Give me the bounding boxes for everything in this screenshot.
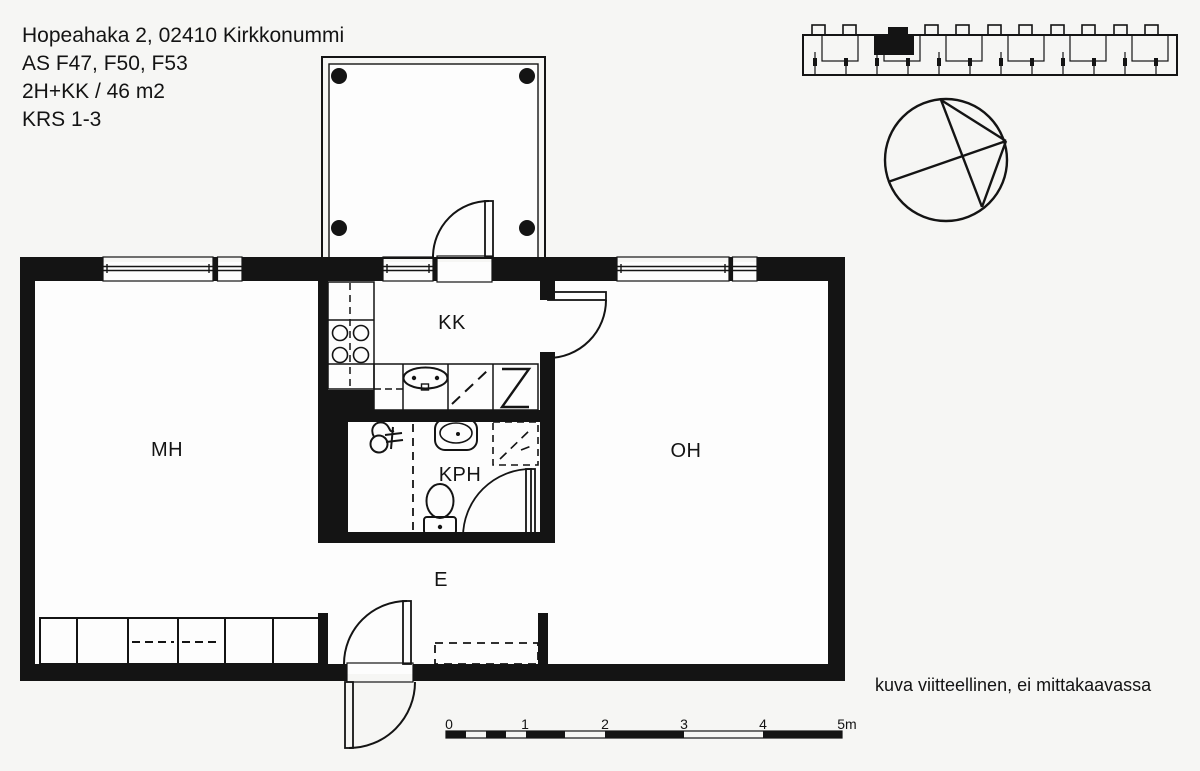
kitchen-fixtures [327, 281, 539, 411]
entrance-door [343, 600, 416, 749]
wardrobes [39, 617, 321, 665]
kitchen-counter [327, 281, 375, 390]
window [102, 256, 214, 282]
windows [102, 256, 758, 282]
window [731, 256, 758, 282]
scale-tick-4: 4 [759, 716, 767, 732]
scale-bar: 0 1 2 3 4 5m [445, 716, 857, 739]
disclaimer-text: kuva viitteellinen, ei mittakaavassa [875, 675, 1152, 695]
site-plan [802, 24, 1178, 76]
bathroom-door [462, 468, 536, 538]
address-line: Hopeahaka 2, 02410 Kirkkonummi [22, 24, 344, 47]
scale-tick-3: 3 [680, 716, 688, 732]
window [216, 256, 243, 282]
walls [20, 257, 845, 681]
room-label-kph: KPH [439, 464, 482, 486]
scale-tick-2: 2 [601, 716, 609, 732]
stove [331, 324, 370, 364]
window [616, 256, 730, 282]
shower-icon [369, 421, 404, 454]
window [382, 256, 434, 282]
apartment-location-marker [874, 27, 914, 55]
kitchen-living-door [547, 291, 607, 359]
room-label-e: E [434, 569, 448, 591]
sink [402, 366, 449, 391]
scale-tick-1: 1 [521, 716, 529, 732]
apartment-floor [28, 262, 838, 674]
floors-line: KRS 1-3 [22, 108, 101, 131]
appliance-reservation-icon [451, 370, 488, 405]
kitchen-counter [373, 363, 539, 411]
room-labels: MH KK OH KPH E [151, 312, 702, 591]
washbasin [434, 418, 478, 451]
header-block: Hopeahaka 2, 02410 Kirkkonummi AS F47, F… [22, 24, 344, 131]
balcony [321, 56, 546, 259]
bathroom-fixtures [369, 418, 539, 538]
balcony-door [432, 200, 494, 283]
washing-machine-reservation [492, 421, 539, 466]
hallway-fixtures [434, 642, 539, 665]
apartments-line: AS F47, F50, F53 [22, 52, 188, 75]
scale-tick-0: 0 [445, 716, 453, 732]
hallway-reservation-dashed-box [434, 642, 539, 665]
room-label-mh: MH [151, 439, 183, 461]
toilet [423, 483, 457, 535]
room-label-kk: KK [438, 312, 466, 334]
balcony-pillars [331, 68, 535, 236]
room-label-oh: OH [671, 440, 702, 462]
scale-tick-5m: 5m [837, 716, 856, 732]
electrical-z-icon [499, 367, 532, 409]
north-arrow-compass-icon [883, 97, 1009, 223]
type-area-line: 2H+KK / 46 m2 [22, 80, 165, 103]
